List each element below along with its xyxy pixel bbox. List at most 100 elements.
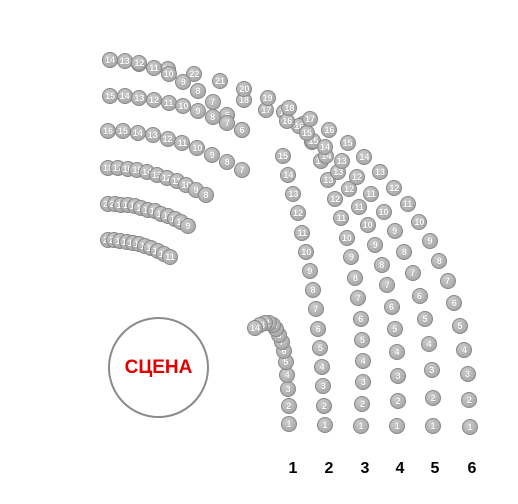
seat-right-row6-20[interactable]: 20 xyxy=(236,81,253,98)
seat-right-row6-9[interactable]: 9 xyxy=(422,232,438,249)
seat-right-row2-10[interactable]: 10 xyxy=(298,243,315,260)
seat-right-row5-8[interactable]: 8 xyxy=(396,243,413,260)
seat-right-row5-2[interactable]: 2 xyxy=(425,389,442,406)
seat-right-row4-5[interactable]: 5 xyxy=(386,321,403,338)
seat-left-row5-8[interactable]: 8 xyxy=(204,108,221,125)
seat-right-row2-8[interactable]: 8 xyxy=(305,282,321,299)
seat-right-row1-1[interactable]: 1 xyxy=(281,416,297,432)
seat-right-row1-14[interactable]: 14 xyxy=(247,320,263,336)
seat-left-row3-8[interactable]: 8 xyxy=(198,187,214,203)
seat-left-row6-11[interactable]: 11 xyxy=(146,59,162,76)
seat-right-row6-7[interactable]: 7 xyxy=(439,273,456,290)
seat-right-row5-5[interactable]: 5 xyxy=(417,311,434,328)
seat-right-row4-6[interactable]: 6 xyxy=(383,298,400,315)
seat-right-row1-2[interactable]: 2 xyxy=(280,397,297,414)
seat-right-row2-14[interactable]: 14 xyxy=(280,167,297,184)
seat-right-row3-9[interactable]: 9 xyxy=(343,249,360,266)
seat-right-row2-1[interactable]: 1 xyxy=(317,417,333,433)
seat-right-row6-10[interactable]: 10 xyxy=(411,214,428,231)
seat-left-row2-9[interactable]: 9 xyxy=(180,218,196,234)
seat-right-row6-3[interactable]: 3 xyxy=(459,366,476,383)
seat-right-row5-1[interactable]: 1 xyxy=(425,418,441,434)
seat-right-row6-2[interactable]: 2 xyxy=(461,392,478,409)
seat-left-row6-10[interactable]: 10 xyxy=(160,65,177,82)
seat-right-row6-5[interactable]: 5 xyxy=(452,317,468,334)
seat-right-row4-7[interactable]: 7 xyxy=(379,277,396,294)
seat-right-row2-6[interactable]: 6 xyxy=(310,320,327,337)
seat-left-row4-10[interactable]: 10 xyxy=(189,140,206,157)
seat-right-row4-12[interactable]: 12 xyxy=(341,181,358,198)
seat-right-row3-10[interactable]: 10 xyxy=(338,229,355,246)
seat-right-row4-11[interactable]: 11 xyxy=(350,198,367,215)
seat-right-row4-2[interactable]: 2 xyxy=(390,392,407,409)
seat-right-row2-15[interactable]: 15 xyxy=(275,148,291,164)
seat-right-row5-13[interactable]: 13 xyxy=(333,153,350,170)
seat-right-row2-7[interactable]: 7 xyxy=(307,301,324,318)
seat-right-row3-6[interactable]: 6 xyxy=(352,310,369,327)
seat-right-row6-19[interactable]: 19 xyxy=(259,89,276,106)
seat-left-row4-9[interactable]: 9 xyxy=(204,146,221,163)
seat-left-row4-12[interactable]: 12 xyxy=(159,130,176,147)
seat-right-row6-15[interactable]: 15 xyxy=(339,135,356,152)
seat-right-row3-8[interactable]: 8 xyxy=(347,269,364,286)
seat-right-row2-5[interactable]: 5 xyxy=(312,339,329,356)
seat-right-row6-8[interactable]: 8 xyxy=(431,252,448,269)
seat-right-row6-17[interactable]: 17 xyxy=(302,110,318,127)
seat-right-row5-12[interactable]: 12 xyxy=(349,169,366,186)
seat-right-row5-9[interactable]: 9 xyxy=(386,223,403,240)
seat-right-row6-6[interactable]: 6 xyxy=(446,295,463,312)
seat-right-row6-18[interactable]: 18 xyxy=(281,99,298,116)
seat-right-row2-9[interactable]: 9 xyxy=(301,263,318,280)
seat-left-row5-14[interactable]: 14 xyxy=(116,88,133,105)
seat-right-row4-8[interactable]: 8 xyxy=(373,256,390,273)
seat-right-row4-3[interactable]: 3 xyxy=(390,368,407,385)
seat-left-row5-6[interactable]: 6 xyxy=(234,122,250,138)
seat-right-row5-6[interactable]: 6 xyxy=(411,287,428,304)
seat-right-row6-4[interactable]: 4 xyxy=(456,341,473,358)
seat-left-row4-13[interactable]: 13 xyxy=(144,127,161,144)
seat-left-row5-9[interactable]: 9 xyxy=(190,103,206,120)
seat-left-row4-16[interactable]: 16 xyxy=(100,123,116,139)
seat-right-row4-9[interactable]: 9 xyxy=(367,236,384,253)
seat-right-row5-11[interactable]: 11 xyxy=(362,186,379,203)
seat-right-row2-3[interactable]: 3 xyxy=(315,378,332,395)
seat-right-row5-10[interactable]: 10 xyxy=(375,204,392,221)
seat-right-row6-12[interactable]: 12 xyxy=(386,179,403,196)
seat-right-row5-3[interactable]: 3 xyxy=(423,362,440,379)
seat-right-row4-1[interactable]: 1 xyxy=(389,418,405,434)
seat-right-row3-3[interactable]: 3 xyxy=(355,374,372,391)
seat-left-row4-11[interactable]: 11 xyxy=(174,135,191,152)
seat-right-row4-10[interactable]: 10 xyxy=(359,217,376,234)
seat-right-row3-2[interactable]: 2 xyxy=(354,396,371,412)
seat-right-row6-11[interactable]: 11 xyxy=(399,196,416,213)
seat-right-row2-4[interactable]: 4 xyxy=(314,359,331,376)
seat-left-row5-11[interactable]: 11 xyxy=(160,94,177,111)
seat-left-row1-11[interactable]: 11 xyxy=(162,249,178,265)
seat-left-row5-12[interactable]: 12 xyxy=(146,91,162,108)
seat-left-row6-7[interactable]: 7 xyxy=(204,94,221,111)
seat-right-row5-4[interactable]: 4 xyxy=(421,336,438,353)
seat-left-row4-14[interactable]: 14 xyxy=(129,124,146,141)
seat-right-row3-5[interactable]: 5 xyxy=(354,331,371,348)
seat-right-row3-4[interactable]: 4 xyxy=(355,352,372,369)
seat-left-row5-13[interactable]: 13 xyxy=(131,89,148,106)
seat-right-row4-4[interactable]: 4 xyxy=(388,344,405,361)
seat-right-row2-11[interactable]: 11 xyxy=(294,224,311,241)
seat-right-row3-7[interactable]: 7 xyxy=(350,290,367,306)
seat-right-row2-2[interactable]: 2 xyxy=(316,397,333,414)
seat-left-row4-15[interactable]: 15 xyxy=(114,123,131,140)
seat-left-row4-7[interactable]: 7 xyxy=(234,162,250,178)
seat-left-row6-14[interactable]: 14 xyxy=(102,52,118,68)
seat-right-row2-12[interactable]: 12 xyxy=(290,205,307,222)
seat-left-row6-8[interactable]: 8 xyxy=(190,83,206,100)
seat-right-row5-14[interactable]: 14 xyxy=(316,138,333,155)
seat-right-row3-1[interactable]: 1 xyxy=(353,418,369,434)
seat-right-row5-7[interactable]: 7 xyxy=(404,265,421,282)
seat-right-row3-12[interactable]: 12 xyxy=(327,190,344,207)
seat-left-row4-8[interactable]: 8 xyxy=(219,153,236,170)
seat-right-row1-3[interactable]: 3 xyxy=(280,381,297,398)
seat-left-row6-13[interactable]: 13 xyxy=(116,52,133,69)
seat-left-row6-9[interactable]: 9 xyxy=(175,73,192,90)
seat-right-row6-14[interactable]: 14 xyxy=(356,148,373,165)
seat-right-row6-21[interactable]: 21 xyxy=(212,73,228,90)
